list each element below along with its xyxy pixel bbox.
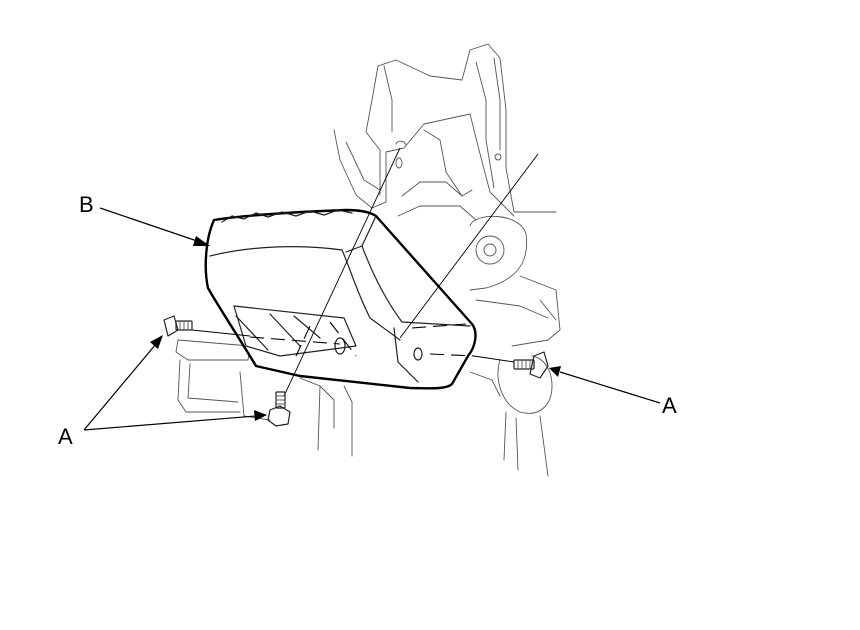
cover-b	[204, 208, 477, 390]
callout-leader-a-right	[549, 366, 661, 404]
bolt-a-right	[513, 351, 549, 379]
callout-label-b: B	[79, 192, 94, 217]
engine-bracket-body	[175, 43, 561, 477]
callout-leader-b	[99, 207, 210, 246]
callout-leader-a-bottom	[83, 410, 267, 431]
callout-label-a-left: A	[58, 424, 73, 449]
bolt-a-left	[163, 315, 193, 337]
hidden-lines	[249, 321, 475, 357]
callout-leader-a-left	[83, 335, 163, 431]
callout-label-a-right: A	[662, 393, 677, 418]
bolt-a-bottom	[267, 391, 291, 427]
assembly-guide-lines	[191, 147, 539, 397]
